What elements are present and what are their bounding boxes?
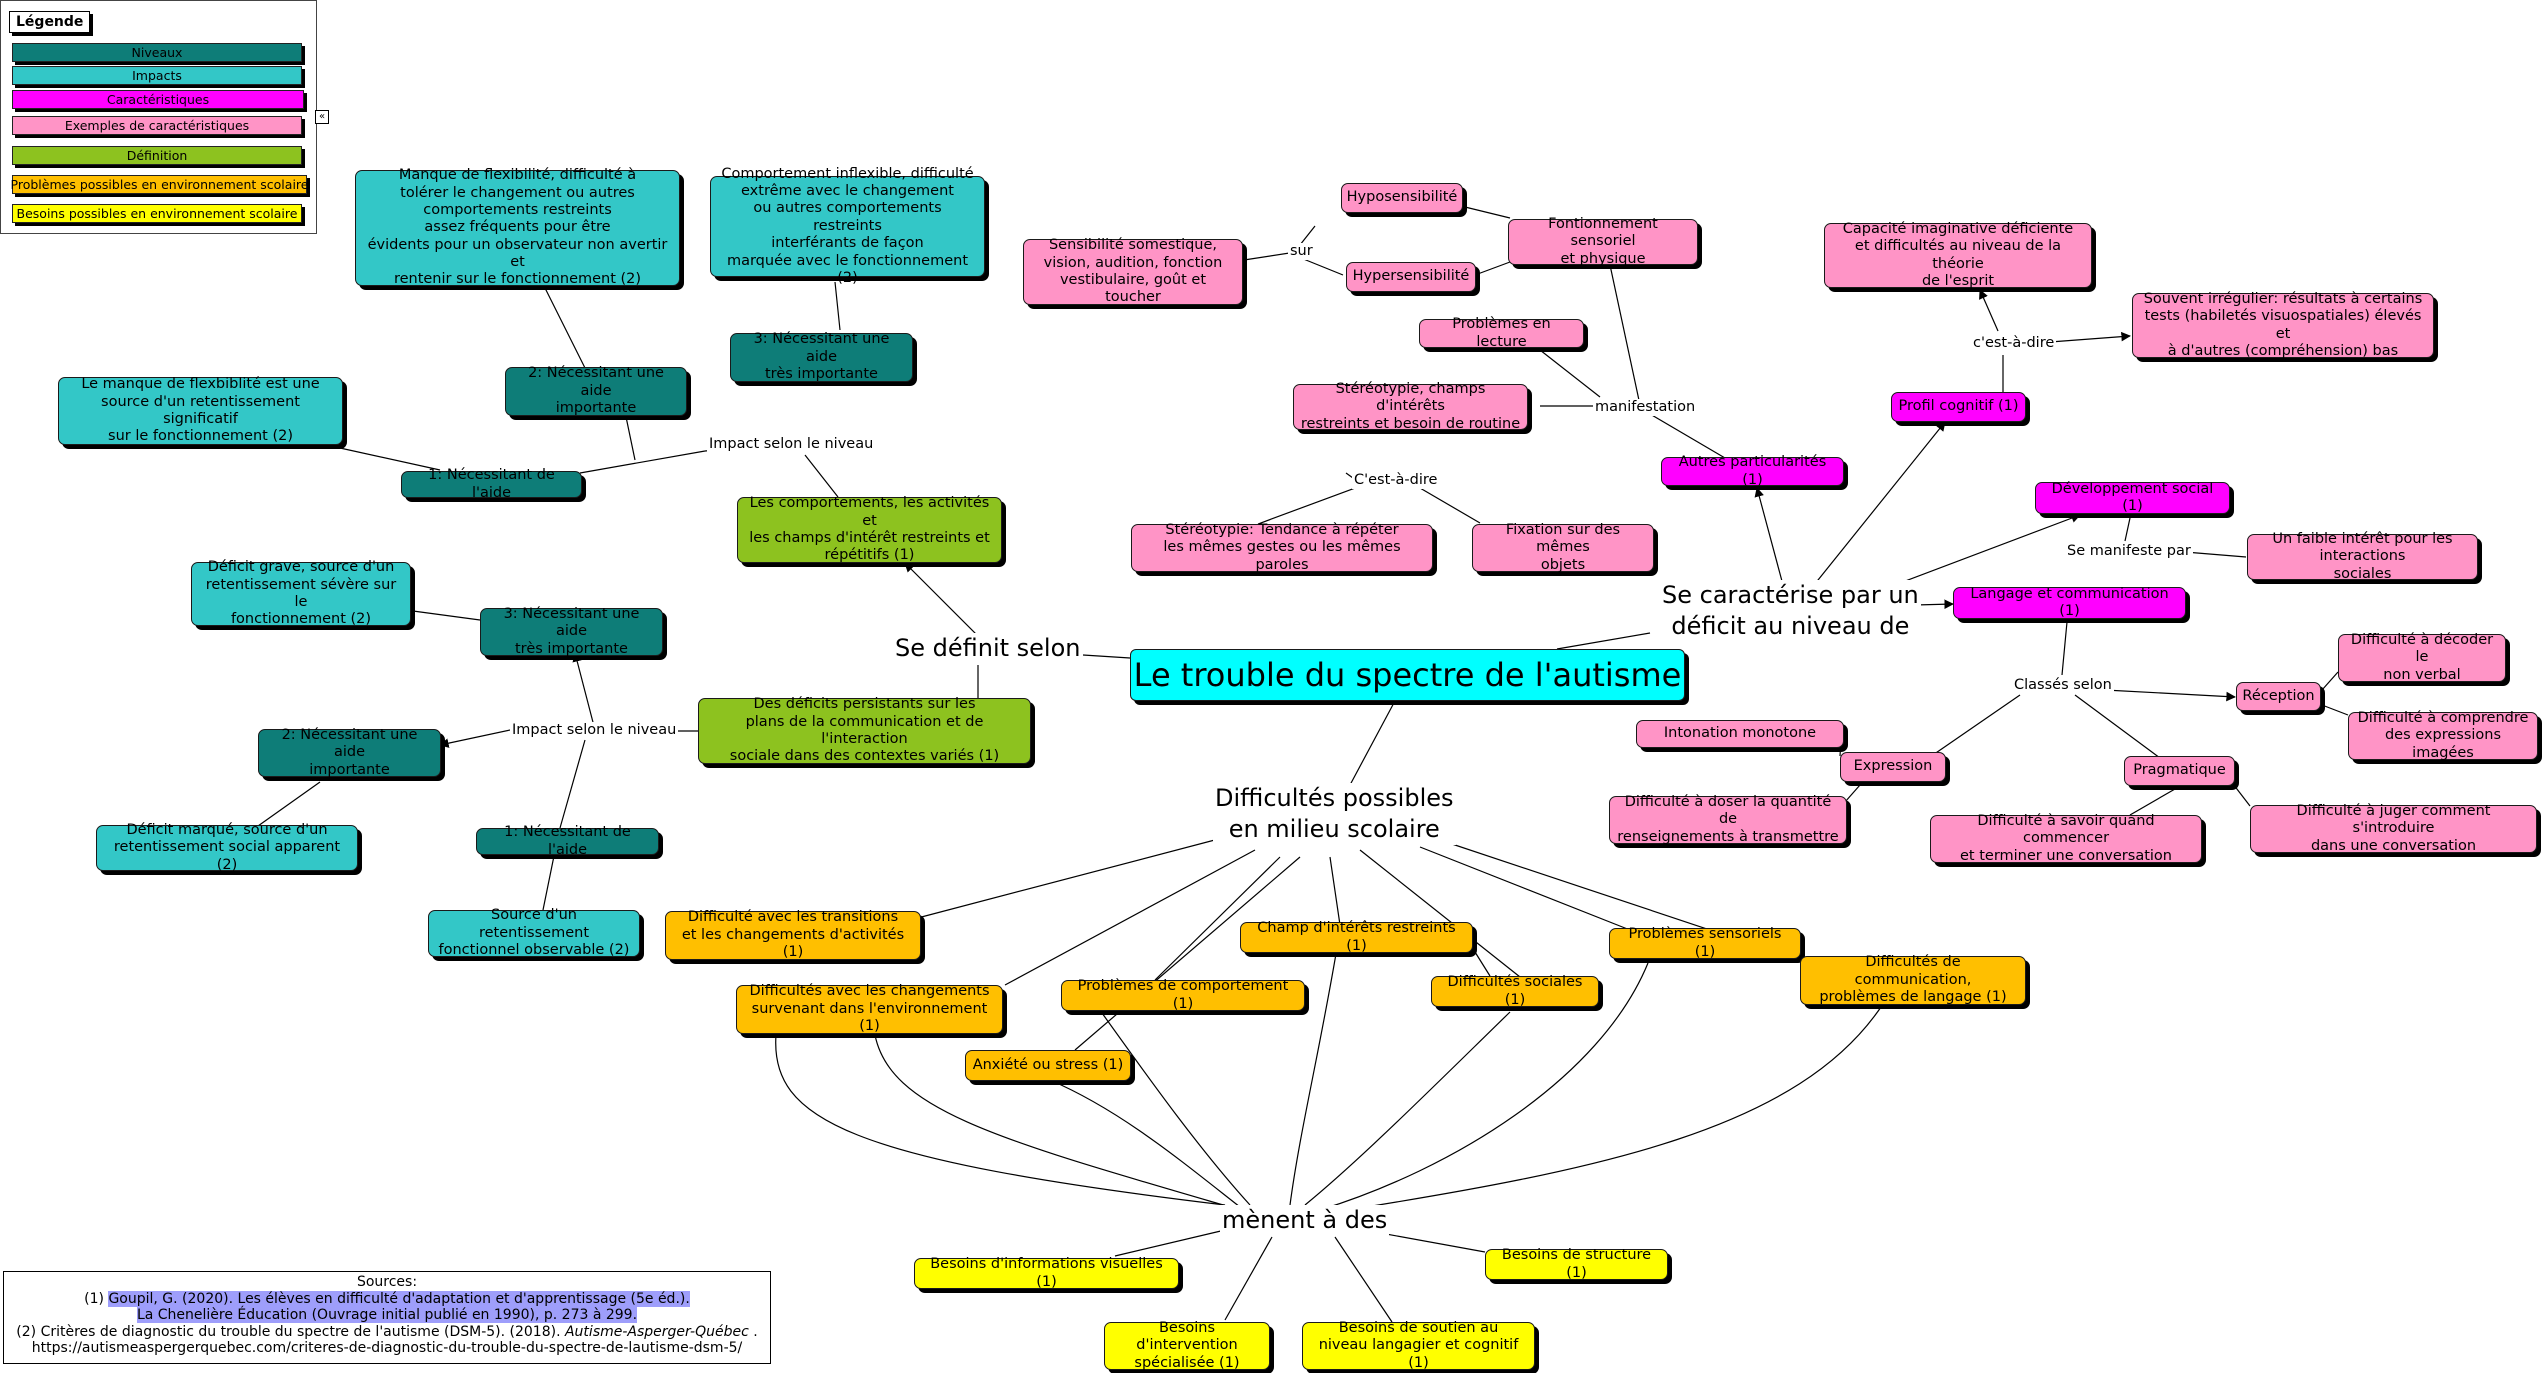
source-1-citation: Goupil, G. (2020). Les élèves en difficu… [108, 1290, 690, 1307]
probleme-anxiete-stress[interactable]: Anxiété ou stress (1) [965, 1050, 1131, 1081]
besoin-structure[interactable]: Besoins de structure (1) [1485, 1247, 1668, 1281]
label-impact-bottom: Impact selon le niveau [510, 722, 679, 740]
intonation-monotone[interactable]: Intonation monotone [1636, 720, 1844, 748]
doser-renseignements[interactable]: Difficulté à doser la quantité de rensei… [1609, 794, 1847, 845]
source-1-line-2: La Chenelière Éducation (Ouvrage initial… [4, 1307, 770, 1324]
stereotypie-definition[interactable]: Stéréotypie: Tendance à répéter les même… [1131, 522, 1433, 573]
probleme-sensoriels[interactable]: Problèmes sensoriels (1) [1609, 926, 1801, 960]
label-manifestation: manifestation [1593, 399, 1698, 417]
label-cest-a-dire-1: C'est-à-dire [1352, 472, 1440, 490]
legend-title: Légende [9, 11, 91, 33]
legend-item-besoins: Besoins possibles en environnement scola… [12, 204, 302, 223]
introduire-conversation[interactable]: Difficulté à juger comment s'introduire … [2250, 803, 2537, 854]
label-se-caracterise: Se caractérise par un déficit au niveau … [1660, 580, 1921, 643]
hyposensibilite[interactable]: Hyposensibilité [1341, 183, 1463, 213]
probleme-champ-interets[interactable]: Champ d'intérêts restreints (1) [1240, 920, 1473, 954]
impact-bottom-1: Source d'un retentissement fonctionnel o… [428, 907, 640, 958]
source-1-line-1: (1) Goupil, G. (2020). Les élèves en dif… [4, 1290, 770, 1308]
developpement-social[interactable]: Développement social (1) [2035, 481, 2230, 514]
impact-bottom-2: Déficit marqué, source d'un retentisseme… [96, 822, 358, 873]
problemes-lecture[interactable]: Problèmes en lecture [1419, 316, 1584, 350]
legend-item-niveaux: Niveaux [12, 43, 302, 62]
faible-interet-interactions[interactable]: Un faible intérêt pour les interactions … [2247, 531, 2478, 582]
besoin-soutien-langagier-cognitif[interactable]: Besoins de soutien au niveau langagier e… [1302, 1320, 1535, 1371]
label-se-definit: Se définit selon [893, 633, 1083, 665]
sensibilite-sens[interactable]: Sensibilité somestique, vision, audition… [1023, 237, 1243, 305]
fixation-objets[interactable]: Fixation sur des mêmes objets [1472, 522, 1654, 573]
definition-deficits-communication[interactable]: Des déficits persistants sur les plans d… [698, 696, 1031, 764]
legend-collapse-icon[interactable]: « [315, 110, 329, 124]
level-bottom-1[interactable]: 1: Nécessitant de l'aide [476, 824, 659, 858]
level-bottom-2[interactable]: 2: Nécessitant une aide importante [258, 727, 441, 778]
sources-box: Sources: (1) Goupil, G. (2020). Les élèv… [3, 1271, 771, 1364]
probleme-comportement[interactable]: Problèmes de comportement (1) [1061, 978, 1305, 1012]
label-menent: mènent à des [1220, 1205, 1390, 1237]
probleme-communication-langage[interactable]: Difficultés de communication, problèmes … [1800, 954, 2026, 1005]
source-2-line-1: (2) Critères de diagnostic du trouble du… [4, 1324, 770, 1341]
impact-top-1: Le manque de flexbiblité est une source … [58, 376, 343, 445]
label-difficultes: Difficultés possibles en milieu scolaire [1213, 783, 1456, 846]
source-2-citation: (2) Critères de diagnostic du trouble du… [16, 1323, 565, 1340]
label-cest-a-dire-2: c'est-à-dire [1971, 335, 2057, 353]
probleme-transitions[interactable]: Difficulté avec les transitions et les c… [665, 909, 921, 960]
expression[interactable]: Expression [1840, 752, 1946, 782]
source-2-site: Autisme-Asperger-Québec [564, 1323, 749, 1340]
label-sur: sur [1288, 243, 1315, 261]
impact-top-3: Comportement inflexible, difficulté extr… [710, 166, 985, 286]
impact-top-2: Manque de flexibilité, difficulté à tolé… [355, 167, 680, 287]
profil-cognitif[interactable]: Profil cognitif (1) [1891, 392, 2026, 422]
capacite-imaginative[interactable]: Capacité imaginative déficiente et diffi… [1824, 221, 2092, 289]
legend: Légende Niveaux Impacts Caractéristiques… [0, 0, 317, 234]
legend-item-caracteristiques: Caractéristiques [12, 90, 304, 109]
impact-bottom-3: Déficit grave, source d'un retentissemen… [191, 559, 411, 627]
label-classes-selon: Classés selon [2012, 677, 2114, 695]
besoin-informations-visuelles[interactable]: Besoins d'informations visuelles (1) [914, 1256, 1179, 1290]
commencer-terminer-conversation[interactable]: Difficulté à savoir quand commencer et t… [1930, 813, 2202, 864]
legend-item-definition: Définition [12, 146, 302, 165]
besoin-intervention-specialisee[interactable]: Besoins d'intervention spécialisée (1) [1104, 1320, 1270, 1371]
label-se-manifeste: Se manifeste par [2065, 543, 2193, 561]
sources-title: Sources: [356, 1274, 418, 1290]
legend-item-impacts: Impacts [12, 66, 302, 85]
souvent-irregulier[interactable]: Souvent irrégulier: résultats à certains… [2132, 291, 2434, 359]
autres-particularites[interactable]: Autres particularités (1) [1661, 454, 1844, 488]
root-node[interactable]: Le trouble du spectre de l'autisme [1130, 649, 1685, 701]
expressions-imagees[interactable]: Difficulté à comprendre des expressions … [2348, 710, 2538, 761]
source-1-publisher: La Chenelière Éducation (Ouvrage initial… [136, 1307, 638, 1324]
langage-communication[interactable]: Langage et communication (1) [1953, 586, 2186, 619]
label-impact-top: Impact selon le niveau [707, 436, 876, 454]
legend-item-problemes: Problèmes possibles en environnement sco… [10, 175, 309, 194]
level-bottom-3[interactable]: 3: Nécessitant une aide très importante [480, 606, 663, 657]
hypersensibilite[interactable]: Hypersensibilité [1346, 262, 1476, 292]
level-top-2[interactable]: 2: Nécessitant une aide importante [505, 365, 687, 416]
reception[interactable]: Réception [2236, 682, 2321, 711]
decoder-non-verbal[interactable]: Difficulté à décoder le non verbal [2338, 632, 2506, 683]
level-top-1[interactable]: 1: Nécessitant de l'aide [401, 467, 582, 501]
probleme-changements-environnement[interactable]: Difficultés avec les changements survena… [736, 983, 1003, 1034]
source-1-number: (1) [84, 1290, 109, 1307]
pragmatique[interactable]: Pragmatique [2124, 756, 2235, 786]
level-top-3[interactable]: 3: Nécessitant une aide très importante [730, 331, 913, 382]
definition-comportements-restreints[interactable]: Les comportements, les activités et les … [737, 495, 1002, 563]
source-2-end: . [748, 1323, 758, 1340]
stereotypie[interactable]: Stéréotypie, champs d'intérêts restreint… [1293, 381, 1528, 432]
legend-item-exemples: Exemples de caractéristiques [12, 116, 302, 135]
probleme-difficultes-sociales[interactable]: Difficultés sociales (1) [1431, 974, 1599, 1008]
fonctionnement-sensoriel[interactable]: Fontionnement sensoriel et physique [1508, 216, 1698, 267]
source-2-url[interactable]: https://autismeaspergerquebec.com/criter… [31, 1340, 743, 1357]
